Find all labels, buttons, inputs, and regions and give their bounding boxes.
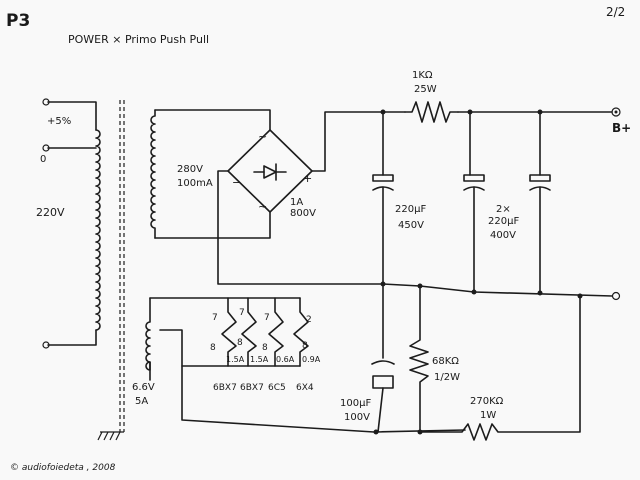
ac-top-mark: ~: [258, 130, 267, 143]
capacitor-c2a: [463, 111, 485, 293]
resistor-1k: [404, 101, 459, 123]
b-plus-label: B+: [612, 121, 631, 135]
tube4-pin-top: 2: [306, 315, 312, 325]
heater-voltage-label: 6.6V: [132, 382, 155, 393]
mains-terminal-bottom: [42, 341, 50, 349]
mains-terminal-mid: [42, 144, 50, 152]
tube3-current: 0.6A: [276, 355, 295, 364]
c1-value-label: 220µF: [395, 204, 426, 215]
r1-value-label: 1KΩ: [412, 70, 433, 81]
bridge-current-label: 1A: [290, 197, 303, 208]
tube1-current: 1.5A: [226, 355, 245, 364]
primary-voltage-label: 220V: [36, 206, 65, 219]
c2-multiplier-label: 2×: [496, 204, 511, 215]
resistor-68k: [409, 285, 429, 433]
mains-terminal-top: [42, 98, 50, 106]
heater-winding: [145, 297, 301, 381]
hv-voltage-label: 280V: [177, 164, 203, 175]
bridge-voltage-label: 800V: [290, 208, 316, 219]
tube2-pin-bottom: 8: [237, 338, 243, 348]
r2-value-label: 68KΩ: [432, 356, 459, 367]
page-code: P3: [6, 11, 30, 31]
tap-top-label: +5%: [47, 116, 71, 127]
minus-mark: −: [232, 176, 241, 189]
bias-return-wire: [181, 365, 466, 433]
c1-voltage-label: 450V: [398, 220, 424, 231]
capacitor-c2b: [529, 111, 551, 293]
tube1-type: 6BX7: [213, 383, 237, 393]
credit-line: © audiofoiedeta , 2008: [10, 463, 116, 473]
b-plus-terminal: [611, 107, 621, 117]
capacitor-c3: [371, 283, 395, 433]
heater-current-label: 5A: [135, 396, 148, 407]
tube4-type: 6X4: [296, 383, 314, 393]
tube4-current: 0.9A: [302, 355, 321, 364]
tube-heater-1: [221, 297, 237, 367]
plus-mark: +: [303, 172, 312, 185]
primary-winding: [47, 101, 101, 346]
hv-current-label: 100mA: [177, 178, 213, 189]
tube2-current: 1.5A: [250, 355, 269, 364]
c2-voltage-label: 400V: [490, 230, 516, 241]
bridge-rectifier: [227, 129, 313, 213]
c3-voltage-label: 100V: [344, 412, 370, 423]
bridge-positive-wire: [311, 111, 406, 172]
page-number: 2/2: [606, 5, 625, 19]
r3-value-label: 270KΩ: [470, 396, 504, 407]
tube-heater-4: [293, 297, 309, 367]
resistor-270k: [419, 295, 581, 441]
tube-heater-2: [241, 297, 257, 367]
hv-secondary-winding: [150, 109, 271, 239]
tube3-type: 6C5: [268, 383, 286, 393]
ground-symbol: [97, 431, 124, 441]
ac-bottom-mark: ~: [258, 200, 267, 213]
tube2-pin-top: 7: [239, 308, 245, 318]
tube-heater-3: [268, 297, 284, 367]
tube4-pin-bottom: 8: [302, 341, 308, 351]
negative-rail: [382, 283, 613, 297]
tube1-pin-top: 7: [212, 313, 218, 323]
tube2-type: 6BX7: [240, 383, 264, 393]
r2-power-label: 1/2W: [434, 372, 460, 383]
capacitor-c1: [372, 111, 394, 285]
r3-power-label: 1W: [480, 410, 496, 421]
ground-terminal: [611, 291, 621, 301]
schematic-title: POWER × Primo Push Pull: [68, 33, 209, 46]
bridge-negative-wire: [217, 170, 384, 285]
tap-mid-label: 0: [40, 154, 46, 165]
c2-value-label: 220µF: [488, 216, 519, 227]
tube3-pin-top: 7: [264, 313, 270, 323]
c3-value-label: 100µF: [340, 398, 371, 409]
tube3-pin-bottom: 8: [262, 343, 268, 353]
tube1-pin-bottom: 8: [210, 343, 216, 353]
r1-power-label: 25W: [414, 84, 437, 95]
